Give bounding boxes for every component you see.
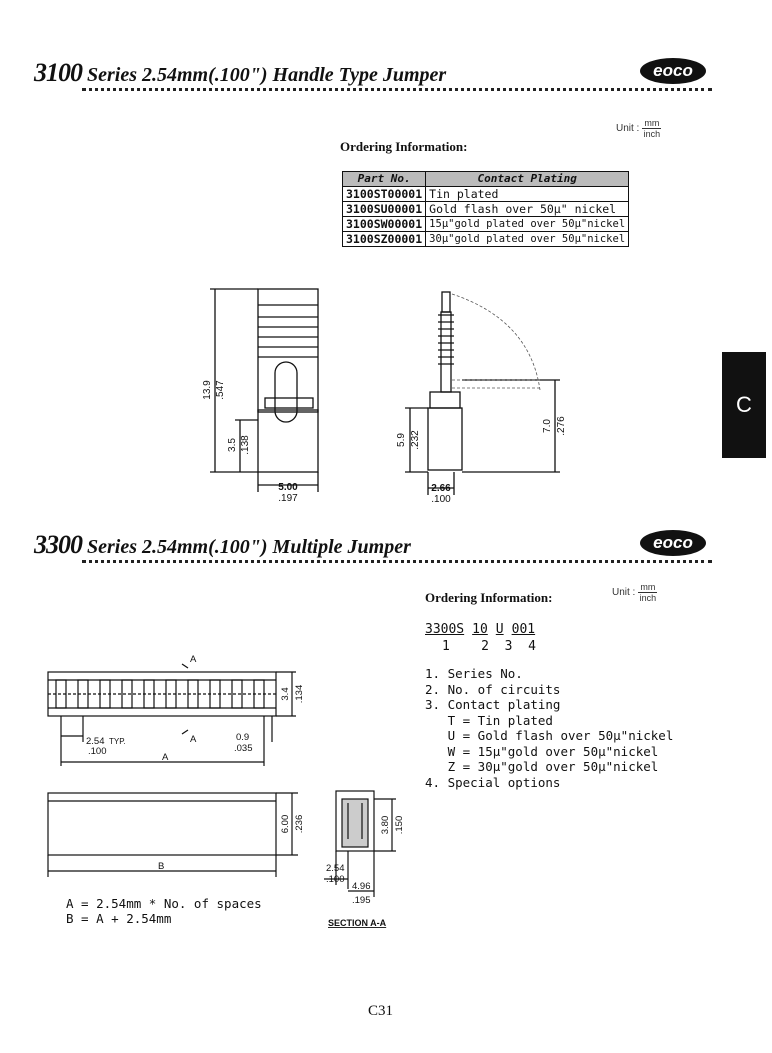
table-header-contact-plating: Contact Plating <box>425 171 630 187</box>
section1-divider <box>82 88 712 91</box>
dim-gap-mm: 0.9 <box>236 732 249 743</box>
table-header-part-no: Part No. <box>341 171 427 187</box>
dim-low-mm: 3.5 <box>227 438 238 452</box>
section-a-a-drawing: 3.80 .150 2.54 .100 4.96 .195 SECTION A-… <box>324 790 405 928</box>
list-item: 1. Series No. <box>425 666 523 681</box>
rotation-arc <box>451 293 541 391</box>
dim-pitch-mm: 2.54 <box>86 736 105 747</box>
table-row: 3100SU00001 Gold flash over 50μ" nickel <box>341 201 630 217</box>
handle-jumper-drawing: 13.9 .547 3.5 .138 5.00 .197 5.9 .232 7.… <box>202 288 567 505</box>
ordering-legend: 1. Series No. 2. No. of circuits 3. Cont… <box>425 666 673 790</box>
dim-h2-mm: 6.00 <box>280 815 291 834</box>
table-row: 3100SZ00001 30μ"gold plated over 50μ"nic… <box>341 231 630 247</box>
dim-a-label: A <box>162 752 169 763</box>
list-item: 4. Special options <box>425 774 561 790</box>
section2-divider <box>82 560 712 563</box>
dim-height-in: .547 <box>215 380 226 400</box>
section1-title-number: 3100 <box>34 58 83 87</box>
dim-s-h-mm: 3.80 <box>380 816 391 835</box>
list-item: 2. No. of circuits <box>425 681 561 697</box>
dim-pitch-typ: TYP. <box>109 737 126 746</box>
list-item: 3. Contact plating <box>425 697 561 712</box>
section-a-a-label: SECTION A-A <box>328 918 387 928</box>
dim-h1-mm: 3.4 <box>280 687 291 700</box>
dim-mid-mm: 5.9 <box>396 433 407 447</box>
order-code-index: 1 2 3 4 <box>442 639 536 654</box>
table-row: 3100ST00001 Tin plated <box>341 186 630 202</box>
section-tab: C <box>722 352 766 458</box>
section-mark-a-bottom: A <box>190 734 197 745</box>
dim-gap-in: .035 <box>234 743 253 754</box>
section2-ordering-label: Ordering Information: <box>425 590 553 605</box>
dim-s-width-mm: 4.96 <box>352 881 371 892</box>
formula-a: A = 2.54mm * No. of spaces <box>66 896 262 911</box>
section1-ordering-label: Ordering Information: <box>340 139 468 154</box>
section2-title-text: Series 2.54mm(.100") Multiple Jumper <box>87 536 411 558</box>
section1-title: 3100 Series 2.54mm(.100") Handle Type Ju… <box>34 58 446 88</box>
dim-pitch-in: .100 <box>431 494 451 505</box>
eoco-logo: eoco <box>640 58 706 84</box>
dim-pitch-mm: 2.66 <box>431 483 451 494</box>
jumper-front-body <box>257 288 319 413</box>
dim-pitch-in: .100 <box>88 746 107 757</box>
dim-low-in: .138 <box>240 435 251 455</box>
dim-s-h-in: .150 <box>394 816 405 835</box>
formula-b: B = A + 2.54mm <box>66 911 172 926</box>
multiple-jumper-side-view: 6.00 .236 B <box>47 792 305 877</box>
dim-s-pitch-mm: 2.54 <box>326 863 345 874</box>
dim-b-label: B <box>158 861 164 872</box>
section2-title: 3300 Series 2.54mm(.100") Multiple Jumpe… <box>34 530 411 560</box>
section1-title-text: Series 2.54mm(.100") Handle Type Jumper <box>87 64 447 86</box>
section-mark-a-top: A <box>190 654 197 665</box>
list-item: Z = 30μ"gold over 50μ"nickel <box>425 759 659 774</box>
dim-mid-in: .232 <box>410 430 421 450</box>
formulas: A = 2.54mm * No. of spaces B = A + 2.54m… <box>66 896 262 926</box>
dim-right-mm: 7.0 <box>542 419 553 433</box>
dim-s-width-in: .195 <box>352 895 371 906</box>
dim-height-mm: 13.9 <box>202 380 213 400</box>
dim-h1-in: .134 <box>294 685 305 704</box>
dim-width-mm: 5.00 <box>278 482 298 493</box>
dim-h2-in: .236 <box>294 815 305 834</box>
list-item: T = Tin plated <box>425 712 553 728</box>
list-item: W = 15μ"gold over 50μ"nickel <box>425 743 659 759</box>
eoco-logo: eoco <box>640 530 706 556</box>
ordering-table: Part No. Contact Plating 3100ST00001 Tin… <box>341 171 630 247</box>
page-number: C31 <box>368 1003 394 1019</box>
table-row: 3100SW00001 15μ"gold plated over 50μ"nic… <box>341 216 630 232</box>
list-item: U = Gold flash over 50μ"nickel <box>425 728 674 743</box>
section2-title-number: 3300 <box>34 530 83 559</box>
dim-width-in: .197 <box>278 493 298 504</box>
multiple-jumper-top-view: A A 3.4 .134 2.54 TYP. .100 0.9 .035 A <box>47 654 305 766</box>
dim-s-pitch-in: .100 <box>326 874 345 885</box>
dim-right-in: .276 <box>556 416 567 436</box>
